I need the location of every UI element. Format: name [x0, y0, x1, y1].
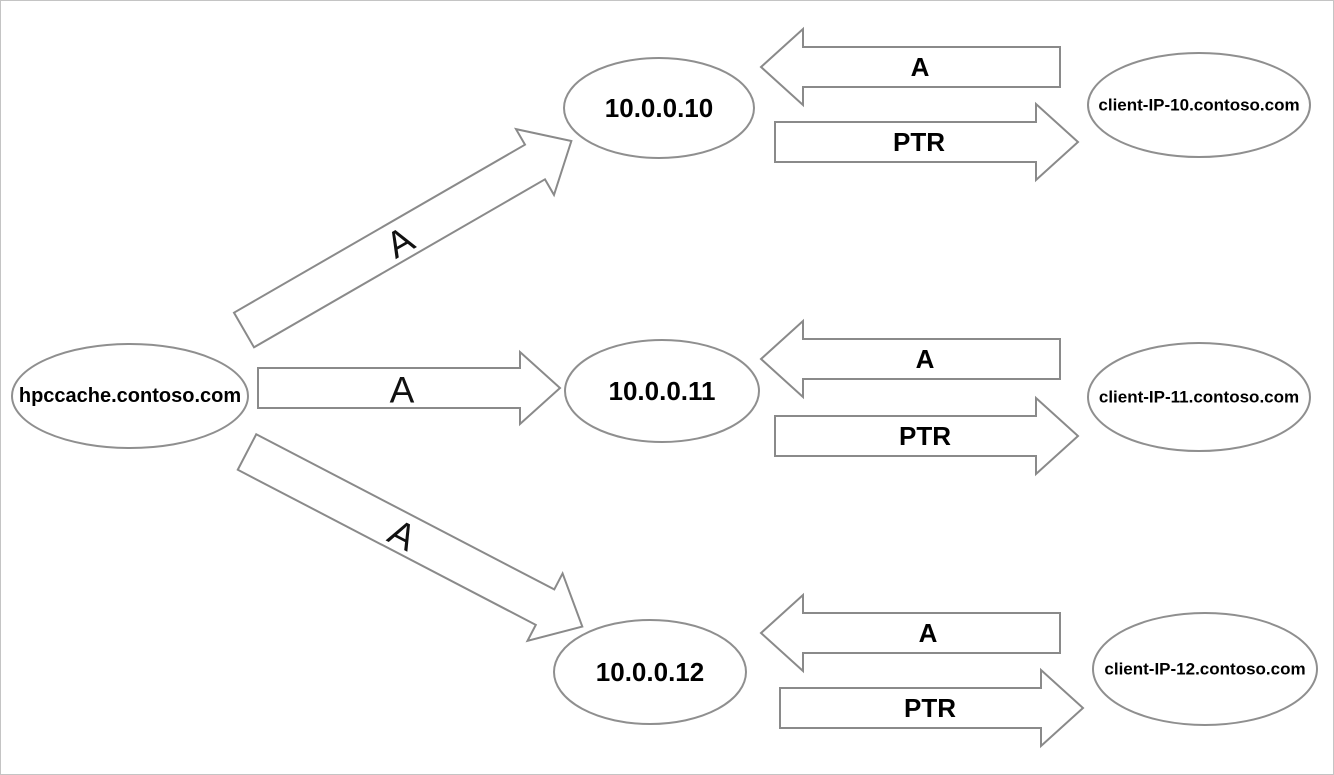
a-record-arrow-left	[759, 318, 1061, 400]
arrow-label: PTR	[899, 421, 951, 451]
client-node-label: client-IP-10.contoso.com	[1098, 96, 1299, 115]
ip-node-label: 10.0.0.11	[609, 376, 716, 406]
client-node-ellipse	[1087, 342, 1311, 452]
a-record-arrow-left	[759, 592, 1061, 674]
arrow-label: A	[911, 52, 930, 82]
a-record-arrow-left	[759, 26, 1061, 108]
ip-node-ellipse	[564, 339, 760, 443]
client-node-ellipse	[1092, 612, 1318, 726]
client-node-label: client-IP-12.contoso.com	[1104, 660, 1305, 679]
source-node: hpccache.contoso.com	[11, 343, 249, 449]
arrow-label: PTR	[904, 693, 956, 723]
block-arrow-shape	[236, 432, 584, 643]
client-node-label: client-IP-11.contoso.com	[1099, 388, 1299, 407]
a-record-arrow-to-ip-12: A	[236, 432, 584, 643]
a-record-arrow-to-ip-11: A	[257, 349, 562, 427]
ptr-record-arrow-right	[774, 395, 1080, 477]
source-node-label: hpccache.contoso.com	[19, 385, 241, 407]
row-ip-12: 10.0.0.12 A PTR client-IP-12.contoso.com	[553, 592, 1318, 749]
arrow-label: A	[390, 370, 415, 411]
block-arrow-shape	[257, 349, 562, 427]
a-record-arrow-to-ip-10: A	[232, 127, 573, 349]
client-node-ellipse	[1087, 52, 1311, 158]
ip-node-label: 10.0.0.12	[596, 657, 704, 687]
block-arrow-shape	[232, 127, 573, 349]
arrow-label: A	[916, 344, 935, 374]
ip-node-label: 10.0.0.10	[605, 93, 713, 123]
ptr-record-arrow-right	[774, 101, 1080, 183]
ip-node-ellipse	[563, 57, 755, 159]
arrow-label: PTR	[893, 127, 945, 157]
arrow-label: A	[919, 618, 938, 648]
source-node-ellipse	[11, 343, 249, 449]
row-ip-10: 10.0.0.10 A PTR client-IP-10.contoso.com	[563, 26, 1311, 183]
ip-node-ellipse	[553, 619, 747, 725]
row-ip-11: 10.0.0.11 A PTR client-IP-11.contoso.com	[564, 318, 1311, 477]
ptr-record-arrow-right	[779, 667, 1085, 749]
